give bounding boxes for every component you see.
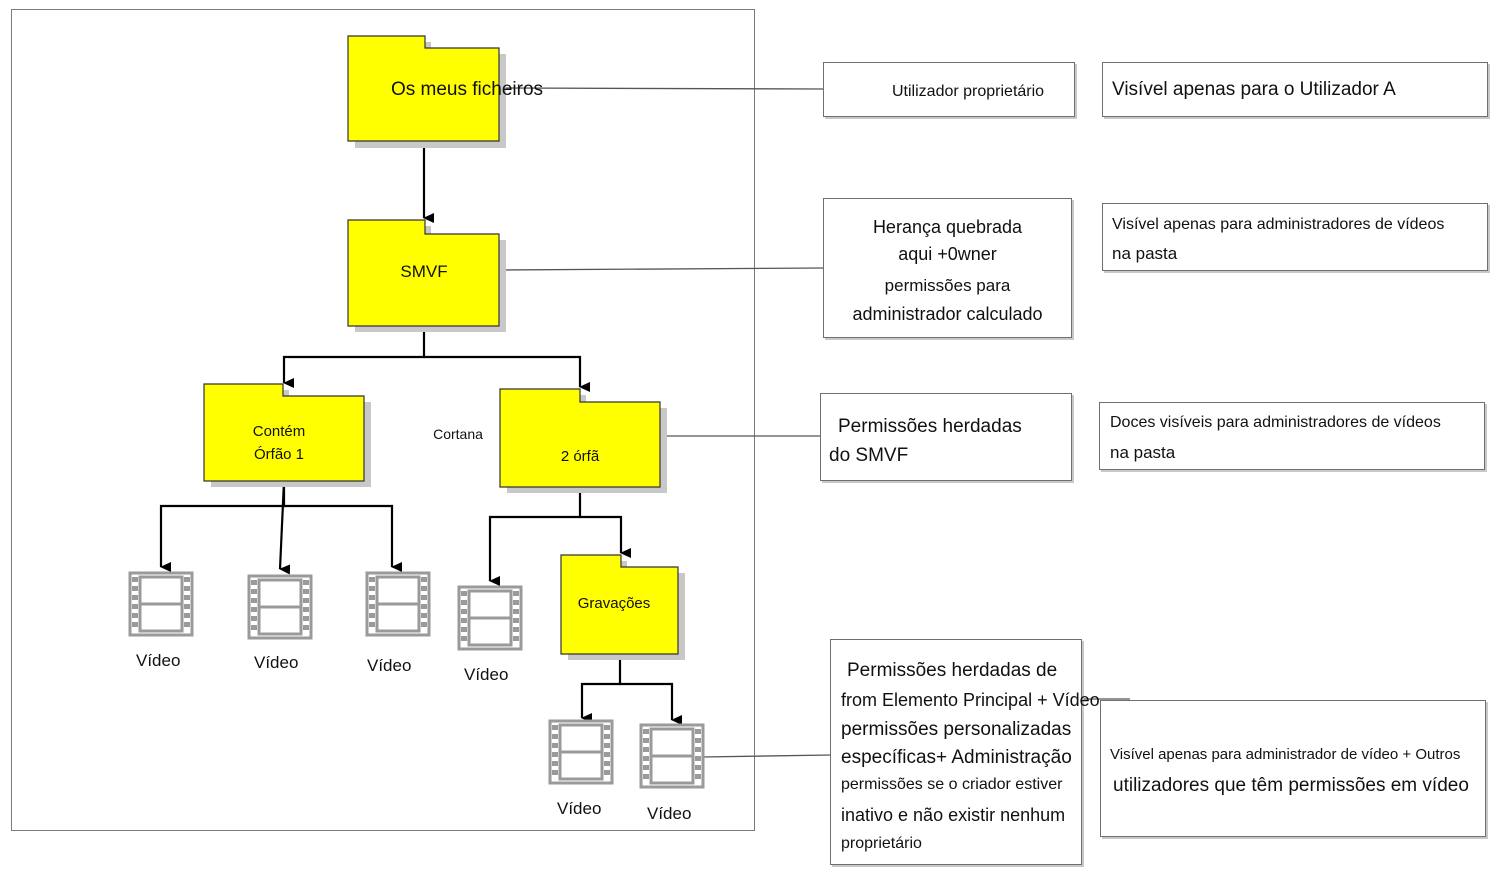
video-label-4: Vídeo [464,665,509,684]
folder-label-root: Os meus ficheiros [390,79,544,100]
visibility-admins-folder: Visível apenas para administradores de v… [1102,203,1488,271]
note-parent-line1: Permissões herdadas de [847,660,1058,681]
note-inherited-parent: Permissões herdadas de from Elemento Pri… [830,639,1100,865]
visibility-admins-line1: Visível apenas para administradores de v… [1112,216,1445,233]
folder-label-cortana: Cortana [433,426,483,442]
note-inherited-smvf-line1: Permissões herdadas [838,416,1022,437]
folder-icon-orphan2 [499,388,667,493]
folder-icon-smvf [347,219,506,332]
note-owner-text: Utilizador proprietário [892,83,1045,100]
folder-label-orphan2: 2 órfã [560,448,600,465]
note-parent-line4: específicas+ Administração [841,747,1072,768]
folder-icon-root [347,35,506,148]
note-broken-line3: permissões para [884,276,1011,295]
note-connectors [499,87,1130,758]
note-parent-line2: from Elemento Principal + Vídeo [841,690,1100,710]
video-label-2: Vídeo [254,653,299,672]
note-parent-line5: permissões se o criador estiver [841,776,1063,793]
visibility-user-a-text: Visível apenas para o Utilizador A [1112,79,1396,100]
video-icon-1 [128,571,194,637]
video-icon-2 [247,574,313,640]
video-icon-6 [639,723,705,789]
folder-label-smvf: SMVF [400,262,448,281]
note-parent-line6: inativo e não existir nenhum [841,805,1066,825]
note-broken-line4: administrador calculado [852,304,1043,324]
folder-label-recordings: Gravações [577,595,651,612]
note-broken-line1: Herança quebrada [872,217,1023,237]
video-label-6: Vídeo [647,804,692,823]
visibility-others-line2: utilizadores que têm permissões em vídeo [1113,775,1469,796]
video-icon-4 [457,585,523,651]
visibility-docs-line1: Doces visíveis para administradores de v… [1110,414,1441,431]
folder-label-orphan1-line1: Contém [252,423,306,440]
folder-icon-recordings [560,554,685,660]
folder-icon-orphan1 [203,383,371,487]
visibility-docs-line2: na pasta [1110,443,1176,462]
video-label-3: Vídeo [367,656,412,675]
note-owner: Utilizador proprietário [823,62,1075,117]
visibility-others-line1: Visível apenas para administrador de víd… [1110,746,1461,763]
visibility-user-a: Visível apenas para o Utilizador A [1102,62,1488,117]
visibility-admins-line2: na pasta [1112,244,1178,263]
video-icon-3 [365,571,431,637]
note-broken-line2: aqui +0wner [898,244,997,264]
video-label-1: Vídeo [136,651,181,670]
note-parent-line3: permissões personalizadas [841,719,1072,740]
video-icon-5 [548,719,614,785]
note-inherited-smvf: Permissões herdadas do SMVF [820,393,1072,481]
note-parent-line7: proprietário [841,835,922,852]
visibility-docs-admins: Doces visíveis para administradores de v… [1099,402,1485,470]
note-inherited-smvf-line2: do SMVF [829,445,909,466]
tree-arrows [159,141,682,725]
note-broken-inheritance: Herança quebrada aqui +0wner permissões … [823,198,1072,338]
video-label-5: Vídeo [557,799,602,818]
visibility-admin-others: Visível apenas para administrador de víd… [1100,700,1486,837]
folder-label-orphan1-line2: Órfão 1 [253,446,305,463]
diagram-frame [11,9,755,831]
